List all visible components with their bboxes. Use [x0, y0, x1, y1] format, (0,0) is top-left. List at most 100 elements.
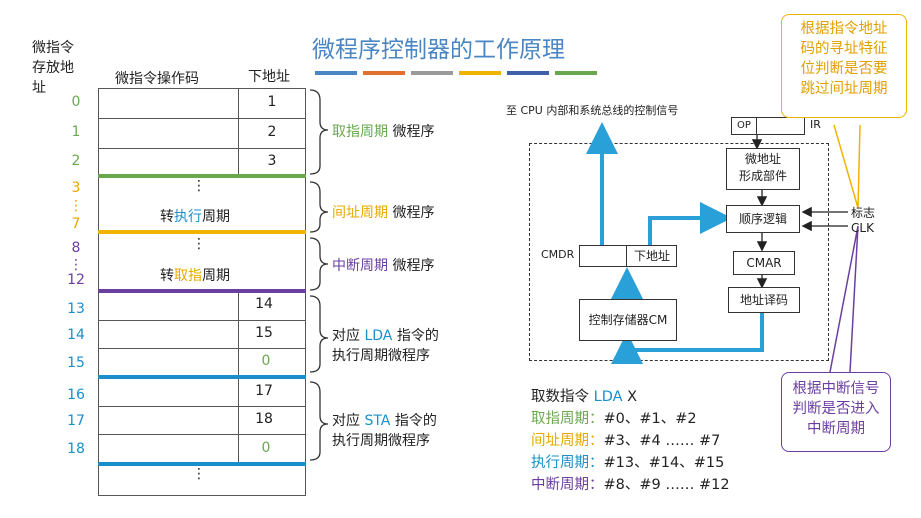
- callout-line: 根据中断信号: [792, 381, 880, 397]
- interrupt-brace-label: 中断周期 微程序: [332, 255, 434, 275]
- goto-fetch-row: 转取指周期: [160, 265, 230, 285]
- micro-address-label: 3: [71, 180, 81, 196]
- interrupt-brace: [309, 237, 329, 291]
- row-text-highlight: 执行: [174, 209, 202, 225]
- legend-row: 间址周期：#3、#4 …… #7: [531, 429, 720, 450]
- micro-address-label: 16: [67, 387, 85, 403]
- label-text: 对应: [332, 328, 365, 344]
- micro-address-label: 17: [67, 413, 85, 429]
- callout-line: 判断是否进入: [792, 401, 880, 417]
- micro-address-label: ⋮: [69, 198, 83, 214]
- header-line: 存放地: [32, 60, 74, 76]
- label-text: 对应: [332, 413, 365, 429]
- micro-address-label: 7: [71, 216, 81, 232]
- micro-address-label: 14: [67, 327, 85, 343]
- legend-row-value: #0、#1、#2: [603, 411, 697, 427]
- micro-address-label: 0: [71, 94, 81, 110]
- control-signal-label: 至 CPU 内部和系统总线的控制信号: [506, 104, 679, 117]
- next-address-cell: 14: [255, 296, 273, 312]
- callout-line: 中断周期: [807, 421, 865, 437]
- op-field: OP: [732, 118, 757, 134]
- decoder-to-cm-arrow: [611, 312, 764, 364]
- flag-label: 标志: [851, 206, 876, 220]
- row-divider: [98, 118, 306, 119]
- label-rest: 微程序: [388, 258, 435, 274]
- color-bar: [315, 71, 357, 75]
- label-rest: 微程序: [388, 124, 435, 140]
- label-highlight: 中断周期: [332, 258, 388, 274]
- label-rest: 微程序: [388, 205, 435, 221]
- next-address-divider: [238, 88, 239, 176]
- indirect-brace-label: 间址周期 微程序: [332, 202, 434, 222]
- color-bar: [459, 71, 501, 75]
- next-address-cell: 3: [267, 153, 277, 169]
- sta-brace-label: 对应 STA 指令的 执行周期微程序: [332, 411, 437, 451]
- instruction-register: OP: [731, 117, 805, 135]
- opcode-column-header: 微指令操作码: [115, 71, 199, 87]
- row-divider: [98, 348, 306, 349]
- color-bar: [363, 71, 405, 75]
- micro-address-label: 18: [67, 441, 85, 457]
- cmar-register: CMAR: [733, 251, 795, 275]
- callout-bottom-tail: [829, 225, 859, 373]
- next-address-cell: 0: [261, 353, 271, 369]
- next-address-field: 下地址: [626, 246, 677, 266]
- next-address-divider: [238, 378, 239, 464]
- next-address-cell: 0: [261, 440, 271, 456]
- sequence-logic: 顺序逻辑: [726, 205, 800, 233]
- legend-row: 中断周期：#8、#9 …… #12: [531, 473, 730, 494]
- legend-title-text: X: [622, 389, 638, 405]
- micro-address-label: 2: [71, 153, 81, 169]
- legend-title-text: 取数指令: [531, 389, 594, 405]
- header-line: 微指令: [32, 40, 74, 56]
- box-label: 微地址: [744, 152, 781, 166]
- next-address-cell: 17: [255, 383, 273, 399]
- interrupt-check-callout: 根据中断信号 判断是否进入 中断周期: [781, 372, 891, 452]
- row-divider: [98, 406, 306, 407]
- legend-row-value: #13、#14、#15: [603, 455, 725, 471]
- address-column-header: 微指令 存放地 址: [32, 38, 74, 98]
- row-text-highlight: 取指: [174, 268, 202, 284]
- page-title: 微程序控制器的工作原理: [312, 37, 565, 63]
- color-bar: [411, 71, 453, 75]
- legend-row-value: #3、#4 …… #7: [603, 433, 721, 449]
- next-address-arrow: [648, 202, 732, 246]
- legend-row-label: 中断周期：: [531, 477, 604, 493]
- control-memory-cm: 控制存储器CM: [579, 299, 677, 341]
- row-divider: [98, 434, 306, 435]
- row-divider: [98, 148, 306, 149]
- lda-brace: [309, 295, 329, 373]
- color-bar: [555, 71, 597, 75]
- callout-top-tail: [833, 124, 861, 209]
- micro-address-label: 12: [67, 272, 85, 288]
- micro-address-label: 13: [67, 301, 85, 317]
- indirect-skip-callout: 根据指令地址 码的寻址特征 位判断是否要 跳过间址周期: [781, 14, 907, 118]
- label-text: 执行周期微程序: [332, 348, 430, 364]
- vertical-ellipsis: ⋮: [192, 236, 206, 252]
- indirect-brace: [309, 181, 329, 233]
- label-highlight: STA: [364, 413, 391, 429]
- color-bar: [507, 71, 549, 75]
- cmdr-register: 下地址: [579, 245, 677, 267]
- micro-address-label: 1: [71, 124, 81, 140]
- legend-row-label: 执行周期：: [531, 455, 604, 471]
- next-address-divider: [238, 293, 239, 375]
- row-text: 转: [160, 268, 174, 284]
- next-address-cell: 15: [255, 325, 273, 341]
- clk-label: CLK: [851, 221, 874, 235]
- sta-brace: [309, 381, 329, 461]
- box-label: 形成部件: [738, 169, 787, 183]
- label-text: 指令的: [392, 328, 439, 344]
- callout-line: 根据指令地址: [800, 21, 888, 37]
- cmdr-label: CMDR: [541, 248, 575, 261]
- callout-line: 位判断是否要: [800, 61, 888, 77]
- label-highlight: LDA: [364, 328, 393, 344]
- fetch-brace: [309, 89, 329, 175]
- legend-row-value: #8、#9 …… #12: [603, 477, 730, 493]
- legend-row: 执行周期：#13、#14、#15: [531, 451, 724, 472]
- legend-title-highlight: LDA: [593, 389, 623, 405]
- vertical-ellipsis: ⋮: [192, 466, 206, 482]
- next-address-column-header: 下地址: [248, 69, 290, 85]
- micro-address-label: 8: [71, 240, 81, 256]
